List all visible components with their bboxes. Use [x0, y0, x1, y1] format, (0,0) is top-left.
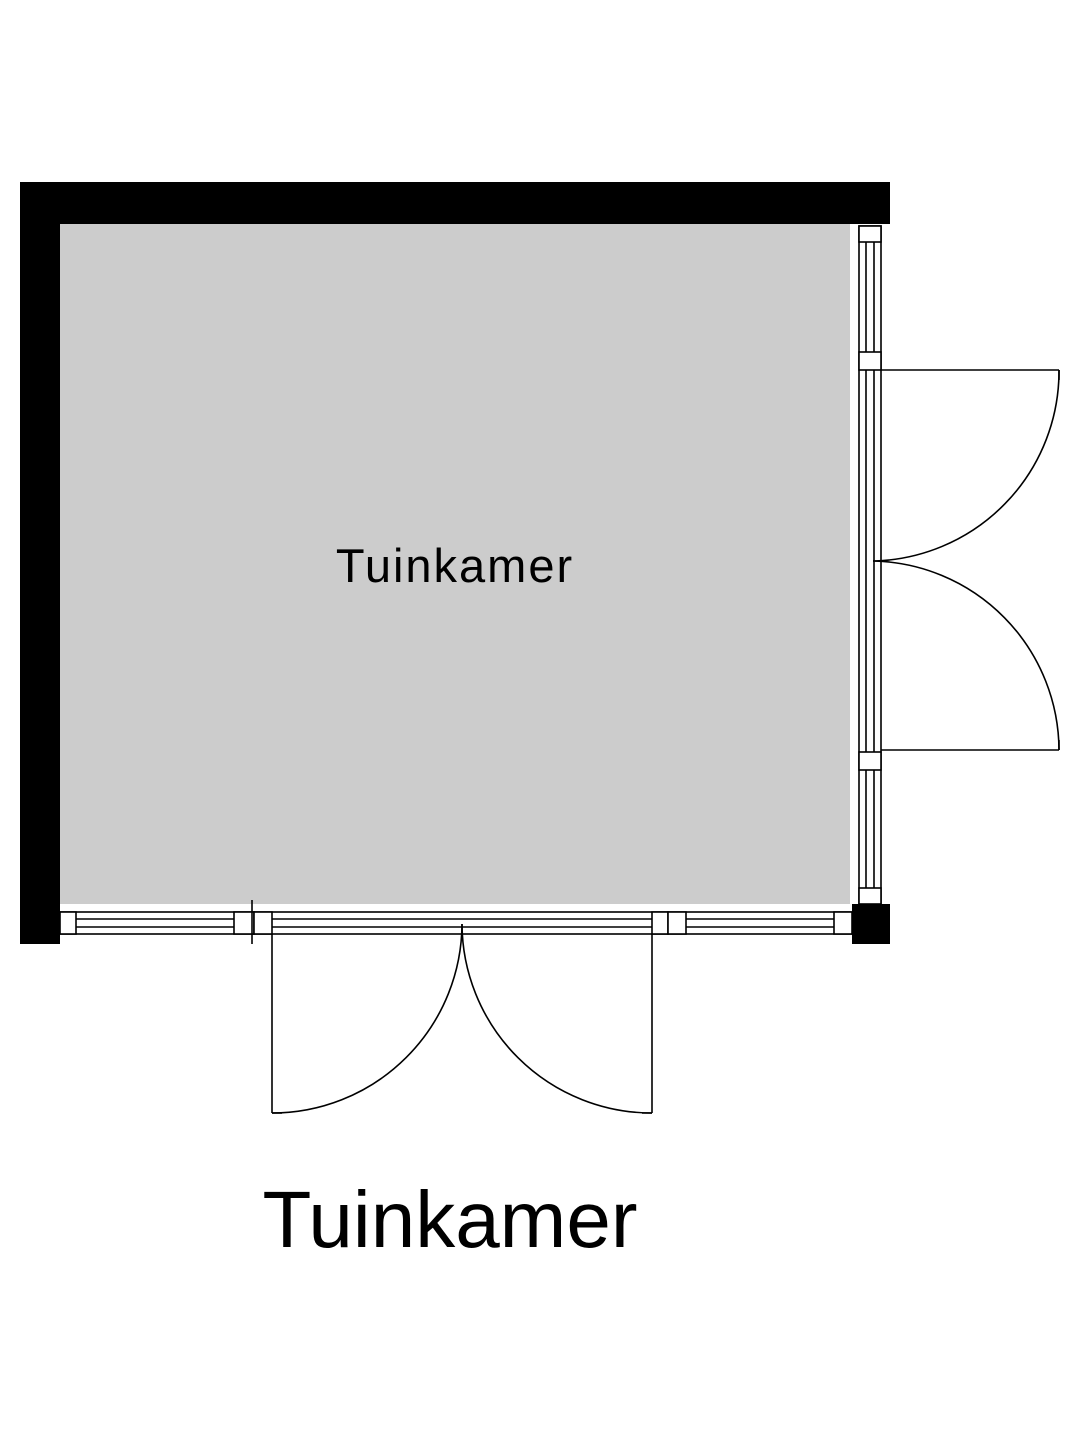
- bottom-window-frame: [59, 900, 853, 944]
- wall-top: [20, 182, 890, 224]
- wall-left: [20, 182, 60, 944]
- bottom-door-left: [271, 923, 463, 1114]
- plan-title: Tuinkamer: [262, 1175, 638, 1264]
- corner-post: [852, 904, 890, 944]
- right-door-lower: [872, 560, 1060, 751]
- room-label: Tuinkamer: [336, 539, 574, 592]
- room-floor: [60, 224, 850, 904]
- right-window-frame: [858, 225, 882, 905]
- right-door-upper: [872, 369, 1060, 562]
- bottom-door-right: [461, 923, 653, 1114]
